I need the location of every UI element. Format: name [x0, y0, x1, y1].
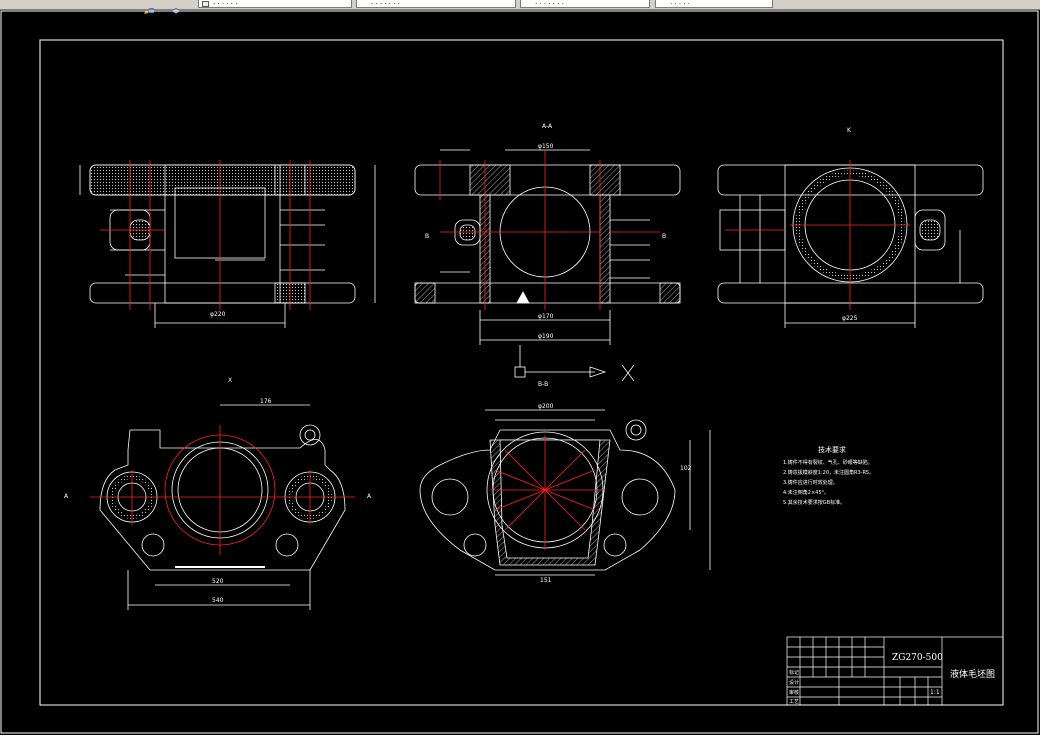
drawing-canvas[interactable]: φ220 A-A B B φ170 φ190 — [0, 10, 1040, 735]
document-icon — [202, 1, 209, 7]
dim-540: 540 — [212, 597, 224, 604]
row-review: 审核 — [789, 689, 799, 696]
dim-phi225: φ225 — [842, 315, 858, 322]
tech-line-1: 1.铸件不得有裂纹、气孔、砂眼等缺陷。 — [783, 459, 873, 466]
cut-a-left: A — [64, 493, 69, 500]
drawing-number: ZG270-500 — [892, 653, 943, 663]
tab-3[interactable]: · · · · · · · — [520, 0, 650, 8]
section-bb-view[interactable] — [419, 409, 711, 576]
side-view-centerlines — [725, 160, 910, 310]
outer-border — [0, 10, 1039, 734]
side-view-right[interactable] — [717, 164, 984, 328]
tech-line-4: 4.未注倒角2×45°。 — [783, 489, 829, 496]
inner-frame — [39, 39, 1004, 706]
layer-icon[interactable] — [170, 0, 182, 15]
tab-4[interactable]: · · · · · — [655, 0, 773, 8]
row-mark: 标记 — [789, 669, 799, 676]
scale-value: 1:1 — [930, 689, 940, 696]
cut-a-right: A — [367, 493, 372, 500]
tech-requirements: 技术要求 1.铸件不得有裂纹、气孔、砂眼等缺陷。 2.铸造拔模斜度1:20，未注… — [783, 445, 874, 506]
section-k-label: K — [847, 127, 852, 134]
front-view-left[interactable] — [79, 164, 376, 328]
cut-b-right: B — [662, 233, 666, 240]
pencil-icon[interactable] — [143, 0, 155, 14]
row-design: 设计 — [789, 679, 799, 686]
top-view-left-centerlines — [90, 425, 355, 555]
tab-label: · · · · · · · — [371, 0, 400, 8]
row-process: 工艺 — [789, 699, 799, 705]
section-aa-label: A-A — [542, 123, 553, 130]
tech-title: 技术要求 — [818, 445, 846, 454]
dim-176: 176 — [260, 398, 272, 405]
tech-line-2: 2.铸造拔模斜度1:20，未注圆角R3-R5。 — [783, 469, 874, 476]
view-bb-label: B-B — [538, 381, 548, 388]
section-aa-centerlines — [439, 150, 660, 310]
dim-102: 102 — [680, 465, 692, 472]
dim-phi220: φ220 — [210, 311, 226, 318]
top-toolbar: · · · · · · · · · · · · · · · · · · · · … — [0, 0, 1040, 15]
tech-line-3: 3.铸件应进行时效处理。 — [783, 479, 838, 486]
dim-phi200: φ200 — [538, 403, 554, 410]
dim-phi150: φ150 — [538, 143, 554, 150]
tab-2[interactable]: · · · · · · · — [356, 0, 516, 8]
dim-phi190: φ190 — [538, 333, 554, 340]
tab-label: · · · · · — [670, 0, 691, 8]
dim-phi170: φ170 — [538, 313, 554, 320]
tab-label: · · · · · · · — [535, 0, 564, 8]
axis-marker — [514, 345, 635, 382]
tab-label: · · · · · · — [213, 0, 238, 8]
cut-b-left: B — [425, 233, 429, 240]
title-block[interactable] — [786, 636, 1004, 706]
dim-151: 151 — [540, 577, 552, 584]
axis-x-label: X — [228, 377, 232, 384]
dim-520: 520 — [212, 578, 224, 585]
front-view-left-centerlines — [100, 160, 311, 310]
part-name: 液体毛坯图 — [950, 668, 995, 680]
section-bb-centerlines — [490, 435, 600, 550]
tech-line-5: 5.其余技术要求按GB标准。 — [783, 499, 845, 506]
tab-1[interactable]: · · · · · · — [198, 0, 352, 8]
